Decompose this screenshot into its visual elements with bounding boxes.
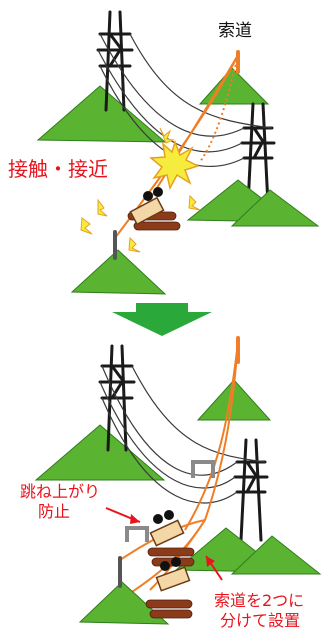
worker-icon xyxy=(143,191,153,201)
bracket-guard-icon xyxy=(191,460,215,478)
split-ropeway-label-line1: 索道を2つに xyxy=(214,591,305,610)
down-arrow-icon xyxy=(112,303,212,336)
jump-prevention-label-line2: 防止 xyxy=(38,502,71,521)
top-panel xyxy=(36,10,320,295)
hill-top-bottom-left xyxy=(70,249,167,295)
split-ropeway-label-line2: 分けて設置 xyxy=(220,611,301,630)
carrier-top xyxy=(127,187,181,231)
hill-bottom-right-front xyxy=(230,535,322,575)
lightning-spark-icon xyxy=(149,139,201,191)
power-lines-bottom xyxy=(99,365,266,504)
small-spark-icons xyxy=(80,127,201,253)
carrier-bottom-lower xyxy=(145,557,193,619)
contact-warning-label: 接触・接近 xyxy=(8,157,108,181)
bottom-panel xyxy=(34,336,322,625)
transmission-tower-top-right xyxy=(240,102,276,207)
bracket-guard-icon-2 xyxy=(125,526,149,542)
hill-bottom-right-back xyxy=(196,379,272,421)
transmission-tower-top-left xyxy=(96,10,134,112)
ropeway-label: 索道 xyxy=(218,21,252,41)
jump-prevention-label-line1: 跳ね上がり xyxy=(20,482,101,501)
hill-top-right-back xyxy=(198,67,270,105)
hill-top-left xyxy=(36,85,167,143)
hill-bottom-left xyxy=(34,424,166,481)
hill-bottom-left-front xyxy=(78,581,170,625)
carrier-bottom-upper xyxy=(147,510,195,567)
hill-top-right-front xyxy=(230,189,320,227)
pointer-arrows xyxy=(105,507,223,581)
transmission-tower-bottom-right xyxy=(233,438,269,542)
